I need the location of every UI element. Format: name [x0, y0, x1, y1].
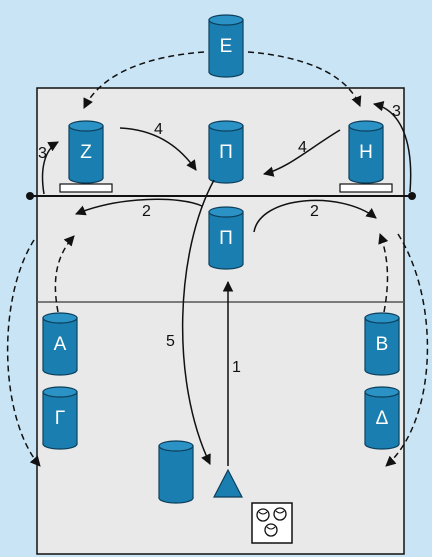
- arrow-4-right: [262, 129, 341, 177]
- arrow-4-left: [119, 127, 197, 171]
- stand-h: [339, 183, 393, 193]
- arrow-e-left: [83, 51, 205, 109]
- player-h: Η: [348, 120, 384, 184]
- player-d-label: Δ: [376, 408, 389, 429]
- arrow-a-up: [54, 235, 75, 313]
- stand-z: [59, 183, 113, 193]
- spare-cylinder: [158, 440, 194, 504]
- arrow-right-loop: [385, 233, 429, 467]
- arrow-e-right: [247, 51, 362, 107]
- net-post-right: [408, 192, 416, 200]
- player-d: Δ: [364, 386, 400, 450]
- arrows-solid: [41, 101, 412, 466]
- label-2-left: 2: [142, 203, 151, 220]
- player-e-label: Ε: [220, 36, 233, 57]
- label-4-right: 4: [298, 139, 307, 156]
- triangle-icon: [213, 468, 243, 498]
- label-3-left: 3: [38, 145, 47, 162]
- player-z: Ζ: [68, 120, 104, 184]
- player-g-label: Γ: [55, 408, 65, 429]
- arrow-2-left: [75, 198, 203, 216]
- player-p-top-label: Π: [219, 142, 233, 163]
- net-post-left: [26, 192, 34, 200]
- arrow-b-up: [378, 233, 389, 313]
- arrow-3-right: [372, 101, 412, 193]
- arrow-5: [181, 179, 215, 465]
- player-a-label: Α: [54, 334, 67, 355]
- player-b-label: Β: [376, 334, 389, 355]
- arrow-3-left: [41, 141, 59, 195]
- arrow-2-right: [253, 199, 377, 233]
- player-a: Α: [42, 312, 78, 376]
- player-z-label: Ζ: [80, 142, 92, 163]
- ball-basket-icon: [251, 502, 293, 544]
- player-p-bottom: Π: [208, 206, 244, 270]
- label-1: 1: [232, 359, 241, 376]
- label-2-right: 2: [310, 203, 319, 220]
- label-3-right: 3: [392, 103, 401, 120]
- label-4-left: 4: [154, 121, 163, 138]
- player-e: Ε: [208, 14, 244, 78]
- player-h-label: Η: [359, 142, 373, 163]
- player-p-top: Π: [208, 120, 244, 184]
- player-b: Β: [364, 312, 400, 376]
- label-5: 5: [166, 333, 175, 350]
- arrows-dashed: [6, 51, 429, 467]
- arrow-left-loop: [6, 239, 41, 467]
- player-g: Γ: [42, 386, 78, 450]
- player-p-bottom-label: Π: [219, 228, 233, 249]
